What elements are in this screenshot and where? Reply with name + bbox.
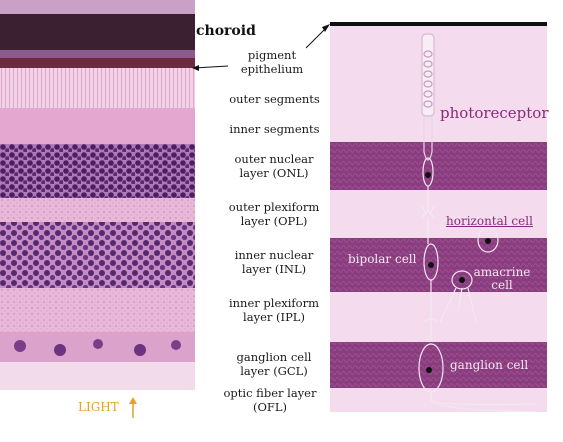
retina-schematic xyxy=(330,22,547,412)
onl-band xyxy=(330,142,547,190)
inl-layer xyxy=(0,222,195,288)
bipolar-cell xyxy=(423,220,439,323)
pigment-epithelium-label: pigment epithelium xyxy=(240,48,304,76)
retina-micrograph xyxy=(0,0,195,390)
ganglion-cell-label: ganglion cell xyxy=(450,358,529,372)
ipl-label: inner plexiform layer (IPL) xyxy=(228,296,320,324)
choroid-label: choroid xyxy=(196,23,256,39)
horizontal-cell-label: horizontal cell xyxy=(446,214,533,228)
pigment-epithelium-layer xyxy=(0,58,195,68)
inl-label: inner nuclear layer (INL) xyxy=(234,248,314,276)
pigment-pointer xyxy=(192,65,229,71)
horizontal-cell xyxy=(439,217,509,253)
inner-segments-label: inner segments xyxy=(229,122,320,136)
photoreceptor-label: photoreceptor xyxy=(440,104,549,122)
light-arrow-icon xyxy=(129,397,137,418)
ofl-label: optic fiber layer (OFL) xyxy=(223,386,317,414)
amacrine-cell xyxy=(439,270,477,323)
ofl-layer xyxy=(0,362,195,390)
gcl-label: ganglion cell layer (GCL) xyxy=(236,350,312,378)
opl-layer xyxy=(0,198,195,222)
outer-segments-label: outer segments xyxy=(229,92,320,106)
onl-label: outer nuclear layer (ONL) xyxy=(234,152,314,180)
opl-label: outer plexiform layer (OPL) xyxy=(228,200,320,228)
amacrine-cell-label: amacrine cell xyxy=(473,265,531,292)
outer-segments-layer xyxy=(0,68,195,108)
photoreceptor-cell xyxy=(421,33,435,210)
inner-segments-layer xyxy=(0,108,195,144)
onl-layer xyxy=(0,144,195,198)
ipl-layer xyxy=(0,288,195,332)
schematic-pointer xyxy=(305,24,330,49)
ganglion-cell xyxy=(418,322,536,412)
light-label: LIGHT xyxy=(78,400,119,414)
bipolar-cell-label: bipolar cell xyxy=(348,252,417,266)
